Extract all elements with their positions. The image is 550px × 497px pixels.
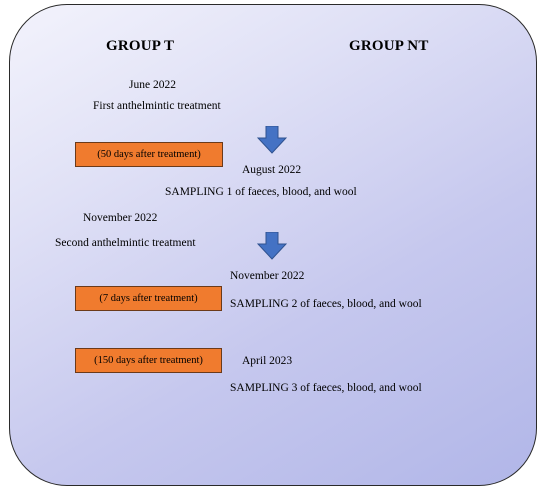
august-2022-label: August 2022	[242, 164, 302, 176]
april-2023-label: April 2023	[242, 355, 293, 367]
first-treatment-label: First anthelmintic treatment	[93, 100, 221, 112]
sampling-2-label: SAMPLING 2 of faeces, blood, and wool	[230, 298, 422, 310]
offset-box-50-days-label: (50 days after treatment)	[97, 149, 201, 160]
november-2022-right-label: November 2022	[230, 270, 305, 282]
sampling-3-label: SAMPLING 3 of faeces, blood, and wool	[230, 382, 422, 394]
june-2022-label: June 2022	[129, 79, 176, 91]
november-2022-left-label: November 2022	[83, 212, 158, 224]
sampling-1-label: SAMPLING 1 of faeces, blood, and wool	[165, 186, 357, 198]
down-arrow-icon	[257, 126, 287, 154]
offset-box-50-days: (50 days after treatment)	[75, 142, 223, 167]
down-arrow-icon	[257, 232, 287, 260]
offset-box-7-days-label: (7 days after treatment)	[99, 293, 198, 304]
offset-box-150-days-label: (150 days after treatment)	[94, 355, 203, 366]
offset-box-7-days: (7 days after treatment)	[75, 286, 222, 311]
offset-box-150-days: (150 days after treatment)	[75, 348, 222, 373]
second-treatment-label: Second anthelmintic treatment	[55, 237, 196, 249]
group-t-heading: GROUP T	[106, 38, 175, 54]
group-nt-heading: GROUP NT	[349, 38, 429, 54]
